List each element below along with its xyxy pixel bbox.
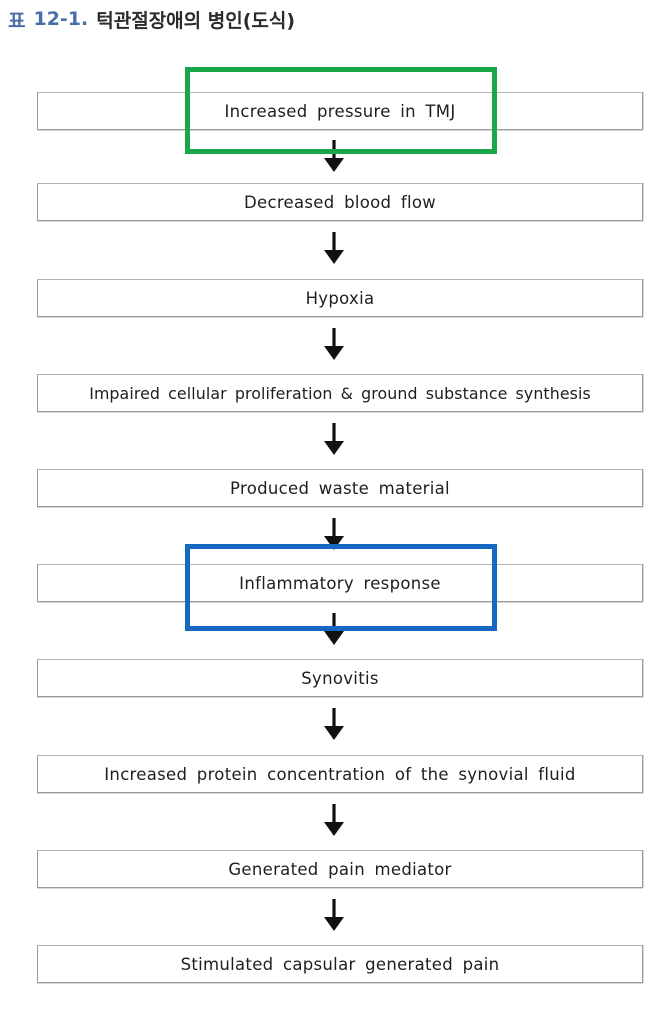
down-arrow-icon	[324, 899, 344, 931]
step-box-2: Decreased blood flow	[37, 183, 643, 221]
title-text: 턱관절장애의 병인(도식)	[96, 9, 296, 32]
down-arrow-icon	[324, 423, 344, 455]
title-number: 12-1.	[33, 8, 89, 30]
step-box-9: Generated pain mediator	[37, 850, 643, 888]
down-arrow-icon	[324, 613, 344, 645]
highlight-box-green	[185, 67, 497, 154]
step-box-5: Produced waste material	[37, 469, 643, 507]
step-box-6: Inflammatory response	[37, 564, 643, 602]
step-box-10: Stimulated capsular generated pain	[37, 945, 643, 983]
figure-title: 표 12-1. 턱관절장애의 병인(도식)	[8, 4, 295, 34]
down-arrow-icon	[324, 328, 344, 360]
title-prefix: 표	[8, 9, 26, 32]
step-box-7: Synovitis	[37, 659, 643, 697]
highlight-box-blue	[185, 544, 497, 631]
down-arrow-icon	[324, 518, 344, 550]
down-arrow-icon	[324, 804, 344, 836]
down-arrow-icon	[324, 708, 344, 740]
step-box-1: Increased pressure in TMJ	[37, 92, 643, 130]
step-box-4: Impaired cellular proliferation & ground…	[37, 374, 643, 412]
down-arrow-icon	[324, 232, 344, 264]
step-box-3: Hypoxia	[37, 279, 643, 317]
step-box-8: Increased protein concentration of the s…	[37, 755, 643, 793]
